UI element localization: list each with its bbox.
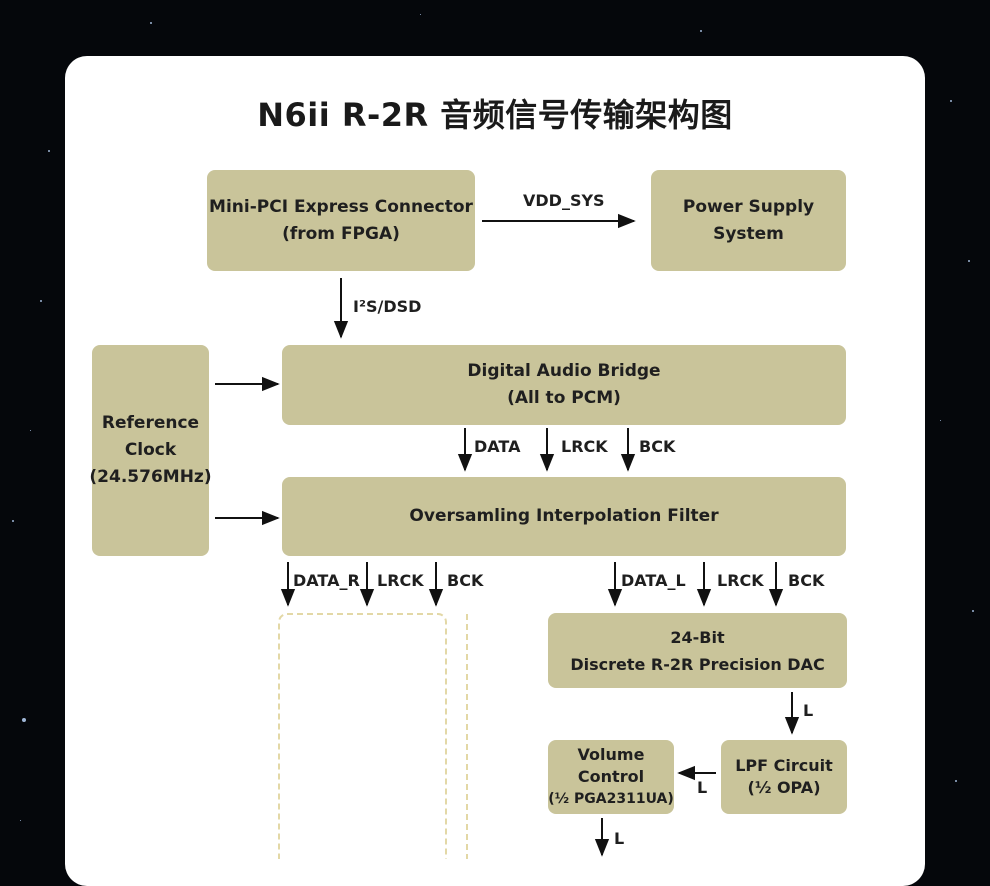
label-bck: BCK xyxy=(639,437,676,456)
clock-label-3: (24.576MHz) xyxy=(89,467,212,487)
bridge-label-1: Digital Audio Bridge xyxy=(467,361,661,381)
right-channel-placeholder xyxy=(278,613,447,859)
connector-label-2: (from FPGA) xyxy=(282,223,400,244)
label-l-dac-lpf: L xyxy=(803,701,814,720)
lpf-label-1: LPF Circuit xyxy=(735,756,833,775)
label-lrck: LRCK xyxy=(561,437,608,456)
clock-label-1: Reference xyxy=(101,413,200,433)
clock-label-2: Clock xyxy=(124,440,177,460)
power-label-1: Power Supply xyxy=(682,196,815,217)
power-label-2: System xyxy=(713,223,784,244)
connector-label-1: Mini-PCI Express Connector xyxy=(209,196,473,217)
filter-label: Oversamling Interpolation Filter xyxy=(409,506,719,526)
label-bck-l: BCK xyxy=(788,571,825,590)
volume-control-block: Volume Control (½ PGA2311UA) xyxy=(548,740,674,814)
lpf-circuit-block: LPF Circuit (½ OPA) xyxy=(721,740,847,814)
dac-label-2: Discrete R-2R Precision DAC xyxy=(570,654,825,674)
label-l-lpf-volume: L xyxy=(697,778,708,797)
digital-audio-bridge-block: Digital Audio Bridge (All to PCM) xyxy=(282,345,846,425)
dac-label-1: 24-Bit xyxy=(670,627,725,647)
label-lrck-l: LRCK xyxy=(717,571,764,590)
bridge-label-2: (All to PCM) xyxy=(507,388,621,408)
diagram-title: N6ii R-2R 音频信号传输架构图 xyxy=(257,96,733,134)
label-data: DATA xyxy=(474,437,521,456)
label-bck-r: BCK xyxy=(447,571,484,590)
label-l-volume-out: L xyxy=(614,829,625,848)
label-lrck-r: LRCK xyxy=(377,571,424,590)
label-data-r: DATA_R xyxy=(293,571,360,590)
r2r-dac-block: 24-Bit Discrete R-2R Precision DAC xyxy=(548,613,847,688)
volume-label-1: Volume xyxy=(577,745,645,764)
volume-label-3: (½ PGA2311UA) xyxy=(548,791,674,807)
mini-pci-connector-block: Mini-PCI Express Connector (from FPGA) xyxy=(207,170,475,271)
label-data-l: DATA_L xyxy=(621,571,686,590)
reference-clock-block: Reference Clock (24.576MHz) xyxy=(89,345,212,556)
connector-lines xyxy=(215,213,800,859)
volume-label-2: Control xyxy=(577,767,645,786)
interpolation-filter-block: Oversamling Interpolation Filter xyxy=(282,477,846,556)
power-supply-block: Power Supply System xyxy=(651,170,846,271)
lpf-label-2: (½ OPA) xyxy=(747,778,821,797)
label-i2s-dsd: I²S/DSD xyxy=(353,297,422,316)
label-vdd-sys: VDD_SYS xyxy=(523,191,605,210)
